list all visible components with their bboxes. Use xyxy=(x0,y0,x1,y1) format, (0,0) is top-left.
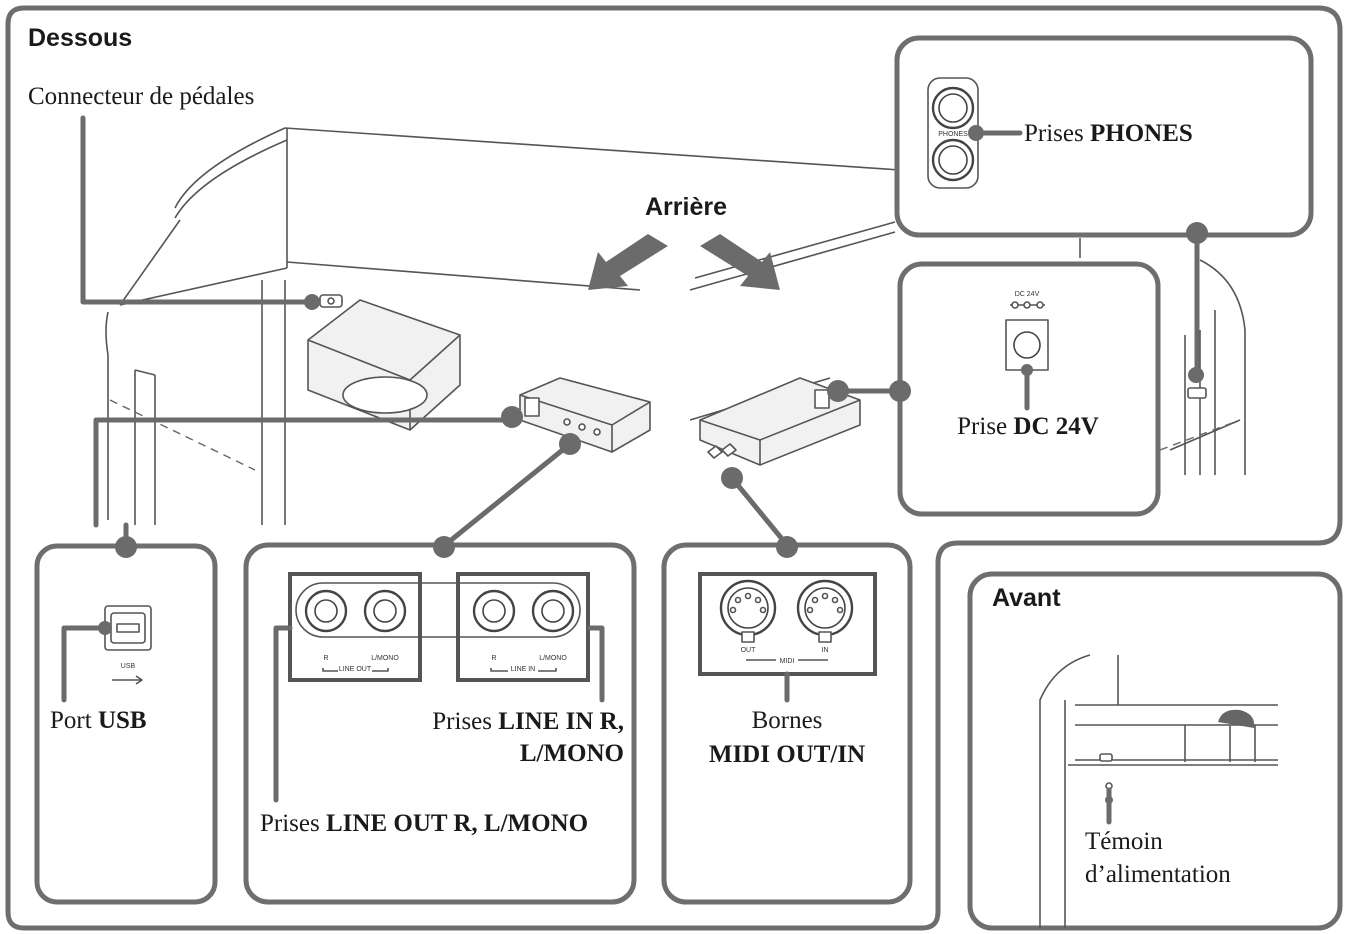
line-out-r-label: R xyxy=(323,655,328,662)
rear-arrows xyxy=(588,234,780,290)
line-out-panel-label: LINE OUT xyxy=(339,666,372,673)
midi-label-1: Bornes xyxy=(752,707,823,734)
phones-inset xyxy=(894,35,1314,238)
line-out-lmono-label: L/MONO xyxy=(371,655,399,662)
line-in-label-2: L/MONO xyxy=(520,740,624,767)
line-in-panel-label: LINE IN xyxy=(511,666,536,673)
line-in-label: Prises LINE IN R, xyxy=(432,708,624,735)
front-title: Avant xyxy=(992,584,1061,612)
midi-panel-label: MIDI xyxy=(780,658,795,665)
power-indicator-label-1: Témoin xyxy=(1085,828,1163,855)
phones-panel-label: PHONES xyxy=(938,131,968,138)
usb-port: USB xyxy=(104,605,152,685)
front-illustration xyxy=(1039,654,1278,928)
midi-label-2: MIDI OUT/IN xyxy=(709,741,865,768)
dc-label: Prise DC 24V xyxy=(957,413,1099,440)
dc-panel-label: DC 24V xyxy=(1015,291,1040,298)
midi-in-panel-label: IN xyxy=(822,647,829,654)
leader-lines xyxy=(61,115,1208,825)
piano-illustration xyxy=(105,127,1246,525)
power-indicator-label-2: d’alimentation xyxy=(1085,861,1231,888)
phones-label: Prises PHONES xyxy=(1024,120,1193,147)
line-out-label: Prises LINE OUT R, L/MONO xyxy=(260,810,588,837)
usb-panel-label: USB xyxy=(121,663,136,670)
front-inset xyxy=(967,571,1343,931)
line-in-lmono-label: L/MONO xyxy=(539,655,567,662)
dc-jack: DC 24V xyxy=(1005,291,1049,371)
rear-label: Arrière xyxy=(645,193,727,221)
phones-jacks: PHONES xyxy=(927,77,979,189)
pedal-connector-label: Connecteur de pédales xyxy=(28,83,254,110)
midi-out-panel-label: OUT xyxy=(741,647,757,654)
usb-label: Port USB xyxy=(50,707,147,734)
pedal-leader xyxy=(80,115,315,305)
line-in-r-label: R xyxy=(491,655,496,662)
bottom-title: Dessous xyxy=(28,24,132,52)
